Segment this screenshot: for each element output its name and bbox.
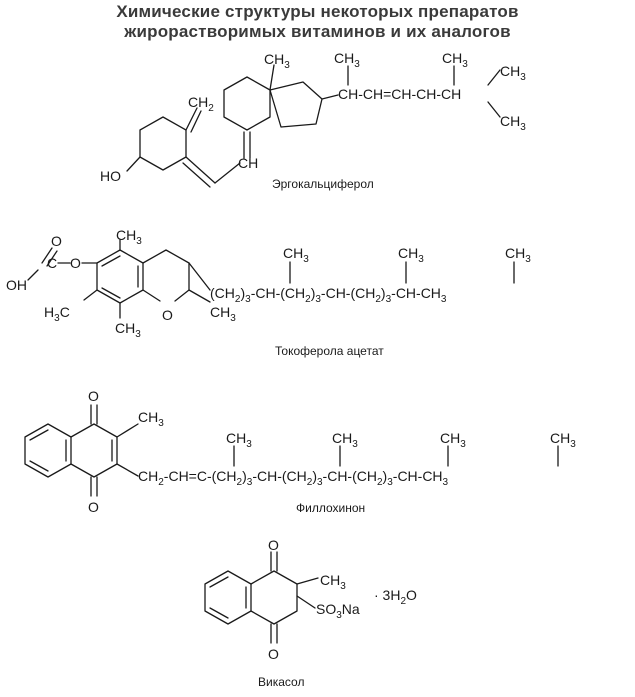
tocopherol-c-oh [27,269,39,281]
tocopherol-label-me8: CH3 [115,320,141,340]
phylloquinone-label-o4: O [88,499,99,515]
ergocalciferol-ring-c [223,76,271,131]
ergocalciferol-label-me26: CH3 [500,63,526,83]
tocopherol-label-me2: CH3 [210,304,236,324]
ergocalciferol-label-me27: CH3 [500,113,526,133]
tocopherol-chain-bond [188,262,211,291]
ergocalciferol-label-me28: CH3 [442,50,468,70]
tocopherol-acetate-structure: O C O OH CH3 H3C CH3 O CH3 (CH2)3-CH-(CH… [6,227,531,358]
figure-title-line-1: Химические структуры некоторых препарато… [116,2,519,21]
ergocalciferol-methylene-bond [185,107,198,131]
phylloquinone-quinone-ring [70,423,118,478]
vikasol-benzene-double-2 [209,607,229,619]
ergocalciferol-structure: CH3 CH2 HO CH CH3 CH-CH=CH-CH-CH CH3 CH3… [100,50,526,191]
ergocalciferol-ring-a [139,116,187,171]
ergocalciferol-label-ch: CH [238,155,258,171]
phylloquinone-label-o1: O [88,388,99,404]
ergocalciferol-label-chain: CH-CH=CH-CH-CH [338,86,461,102]
phylloquinone-me2-bond [116,423,139,438]
vikasol-so3na-bond [296,595,316,609]
phylloquinone-label-me-a: CH3 [226,430,252,450]
phylloquinone-label-me-d: CH3 [550,430,576,450]
ergocalciferol-c6-c7 [214,162,241,184]
tocopherol-label-me7: H3C [44,304,70,324]
tocopherol-label-o-carbonyl: O [51,233,62,249]
ergocalciferol-label-ho: HO [100,168,121,184]
tocopherol-label-me-c: CH3 [505,245,531,265]
figure-title-line-2: жирорастворимых витаминов и их аналогов [124,22,511,41]
ergocalciferol-c5-c6-2 [182,162,211,188]
phylloquinone-label-me2: CH3 [138,409,164,429]
phylloquinone-caption: Филлохинон [296,501,365,515]
vikasol-label-hydrate: · 3H2O [374,587,417,607]
ergocalciferol-methylene-bond-2 [190,110,202,133]
phylloquinone-chain-bond [116,463,139,477]
ergocalciferol-c5-c6 [185,156,216,184]
ergocalciferol-ring-d [269,81,323,128]
tocopherol-label-me-b: CH3 [398,245,424,265]
vikasol-label-o1: O [268,537,279,553]
phylloquinone-benzene-double-1 [29,429,49,441]
vikasol-label-me: CH3 [320,572,346,592]
vikasol-benzene-double-1 [209,576,229,588]
tocopherol-me7-bond [83,289,98,301]
phylloquinone-label-me-b: CH3 [332,430,358,450]
figure-title: Химические структуры некоторых препарато… [0,2,635,42]
vikasol-caption: Викасол [258,675,304,689]
phylloquinone-structure: O O CH3 CH2-CH=C-(CH2)3-CH-(CH2)3-CH-(CH… [24,388,576,515]
tocopherol-pyran-ring-o [142,289,161,302]
ergocalciferol-side-chain-bond [321,94,339,100]
vikasol-structure: O O CH3 SO3Na · 3H2O Викасол [204,537,417,689]
ergocalciferol-ho-bond [126,156,141,172]
tocopherol-aromatic-ring [96,249,144,304]
tocopherol-c-o-double [41,247,53,264]
phylloquinone-label-chain: CH2-CH=C-(CH2)3-CH-(CH2)3-CH-(CH2)3-CH-C… [138,468,449,488]
phylloquinone-label-me-c: CH3 [440,430,466,450]
ergocalciferol-c18-bond [269,64,275,91]
vikasol-label-o4: O [268,646,279,662]
tocopherol-pyran-ring [142,249,190,302]
tocopherol-c-o-double-2 [46,250,58,267]
vikasol-saturated-ring [250,570,298,625]
tocopherol-label-me-a: CH3 [283,245,309,265]
vikasol-benzene-ring [204,570,252,625]
ergocalciferol-label-me21: CH3 [334,50,360,70]
tocopherol-ring-double-1 [101,255,121,267]
tocopherol-label-c: C [47,255,57,271]
tocopherol-label-oh: OH [6,277,27,293]
tocopherol-label-chain: (CH2)3-CH-(CH2)3-CH-(CH2)3-CH-CH3 [210,285,447,305]
phylloquinone-benzene-double-2 [29,460,49,472]
ergocalciferol-c26-bond [487,69,501,86]
vikasol-label-so3na: SO3Na [316,601,360,621]
ergocalciferol-label-ch2: CH2 [188,94,214,114]
tocopherol-ring-double-3 [101,287,121,299]
tocopherol-label-o-ring: O [162,307,173,323]
ergocalciferol-c27-bond [487,101,501,118]
tocopherol-caption: Токоферола ацетат [275,344,384,358]
vikasol-me-bond [296,577,319,585]
tocopherol-label-o-ester: O [70,255,81,271]
tocopherol-label-me5: CH3 [116,227,142,247]
ergocalciferol-caption: Эргокальциферол [272,177,374,191]
phylloquinone-benzene-ring [24,423,72,478]
ergocalciferol-label-me18: CH3 [264,51,290,71]
tocopherol-me2-bond [188,289,211,303]
